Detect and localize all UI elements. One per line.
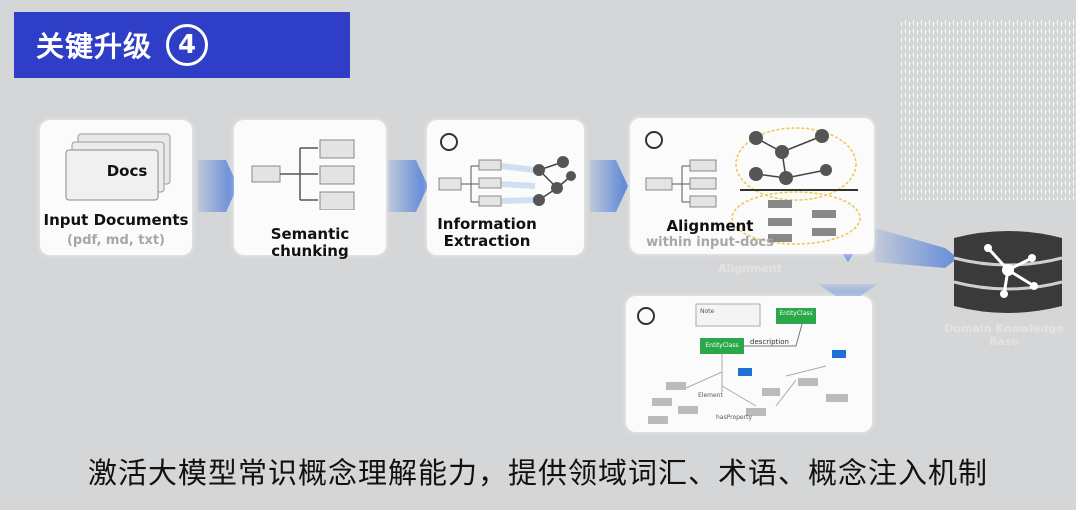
kg-item-label: Element [698, 392, 723, 399]
alignment-ghost-label: Alignment [718, 262, 782, 275]
alignment-sub-label: within input-docs [646, 235, 774, 250]
input-formats-label: (pdf, md, txt) [66, 233, 166, 248]
semantic-chunking-card: Semantic chunking [234, 120, 386, 260]
llm-icon [440, 133, 458, 151]
kg-property-label: hasProperty [716, 414, 752, 421]
relation-label: description [750, 338, 789, 346]
knowledge-base-icon [953, 231, 1063, 313]
alignment-card: Alignment within input-docs [630, 118, 874, 254]
title-banner: 关键升级 4 [14, 12, 350, 78]
noise-pattern [900, 20, 1076, 200]
kg-note: Note [700, 308, 715, 315]
step-number-badge: 4 [166, 24, 209, 66]
bottom-caption: 激活大模型常识概念理解能力，提供领域词汇、术语、概念注入机制 [87, 456, 988, 490]
input-documents-label: Input Documents [43, 211, 189, 229]
entity-class-label-2: EntityClass [705, 342, 739, 349]
input-documents-card: Docs Input Documents (pdf, md, txt) [40, 120, 192, 255]
knowledge-base-label: Domain Knowledge Base [944, 322, 1064, 348]
information-label: Information [437, 215, 537, 233]
extraction-label: Extraction [443, 232, 531, 250]
chunking-diagram [251, 139, 355, 210]
arrow-to-kb [875, 228, 958, 268]
arrow-down-2 [818, 284, 878, 304]
docs-stack-icon [65, 133, 171, 201]
arrow-3 [590, 160, 628, 212]
knowledge-graph-card: EntityClass EntityClass description Note… [626, 296, 872, 432]
arrow-1 [198, 160, 238, 212]
docs-label: Docs [106, 162, 148, 180]
information-extraction-card: Information Extraction [427, 120, 584, 255]
alignment-label: Alignment [666, 217, 754, 235]
knowledge-graph-diagram [637, 303, 848, 424]
extraction-diagram [438, 133, 576, 207]
arrow-2 [388, 160, 428, 212]
entity-class-label-1: EntityClass [779, 310, 813, 317]
alignment-diagram [645, 127, 861, 245]
page-title: 关键升级 [36, 30, 153, 63]
semantic-chunking-label: Semantic chunking [270, 225, 350, 260]
